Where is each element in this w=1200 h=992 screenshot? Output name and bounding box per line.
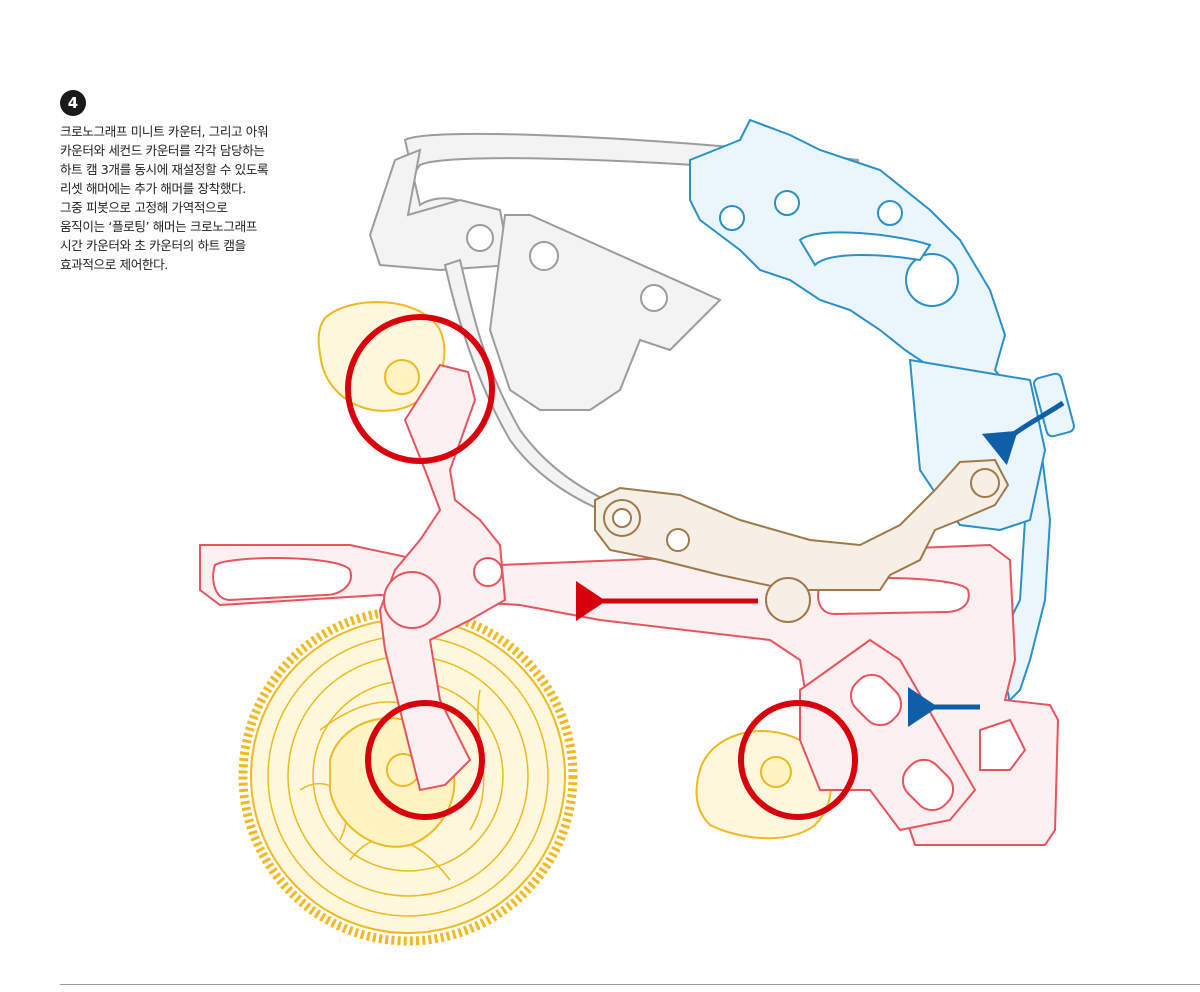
blue-hole: [877, 200, 903, 226]
caption-text: 크로노그래프 미니트 카운터, 그리고 아워 카운터와 세컨드 카운터를 각각 …: [60, 122, 320, 274]
highlight-circle-second-cam: [738, 700, 858, 820]
highlight-circles: [345, 314, 858, 820]
brown-pin: [612, 508, 632, 528]
gray-pivot: [466, 224, 494, 252]
curved-arrow-down-left-icon: [981, 400, 1065, 466]
blue-hole: [719, 205, 745, 231]
red-hole: [473, 557, 503, 587]
caption-line: 하트 캠 3개를 동시에 재설정할 수 있도록: [60, 162, 269, 177]
red-notch: [979, 718, 1027, 771]
brown-hole: [666, 528, 690, 552]
brown-stud: [765, 577, 811, 623]
gray-screw: [529, 241, 559, 271]
blue-eccentric-screw: [1033, 372, 1075, 438]
caption-line: 그중 피봇으로 고정해 가역적으로: [60, 200, 228, 215]
brown-end-pin: [970, 468, 1000, 498]
highlight-circle-minute-cam: [345, 314, 495, 464]
red-hammer-pivot: [383, 571, 441, 629]
cam-screw: [384, 359, 420, 395]
cam-screw: [760, 756, 792, 788]
caption-line: 시간 카운터와 초 카운터의 하트 캠을: [60, 238, 246, 253]
gray-hammer-block: [488, 214, 722, 411]
red-hammer-slot: [849, 673, 903, 727]
caption-line: 리셋 해머에는 추가 해머를 장착했다.: [60, 181, 246, 196]
blue-pivot-hole: [905, 253, 959, 307]
highlight-circle-hour-cam: [365, 700, 485, 820]
caption-line: 효과적으로 제어한다.: [60, 257, 168, 272]
caption-line: 크로노그래프 미니트 카운터, 그리고 아워: [60, 124, 269, 139]
red-hammer-slot: [901, 758, 955, 812]
gray-screw: [640, 284, 668, 312]
blue-blocking-lever: [689, 118, 1075, 725]
gray-lever-body: [368, 148, 512, 272]
motion-arrows: [576, 400, 1065, 727]
red-slot-left: [212, 557, 352, 602]
blue-slot: [798, 231, 932, 267]
bottom-divider: [60, 984, 1200, 985]
brown-coupling-lever: [594, 458, 1010, 623]
caption-line: 카운터와 세컨드 카운터를 각각 담당하는: [60, 143, 265, 158]
brown-lever-body: [594, 458, 1010, 591]
red-reset-hammer: [199, 363, 1060, 846]
blue-hole: [774, 190, 800, 216]
caption-line: 움직이는 ‘플로팅’ 해머는 크로노그래프: [60, 219, 257, 234]
step-number-badge: 4: [60, 90, 86, 116]
